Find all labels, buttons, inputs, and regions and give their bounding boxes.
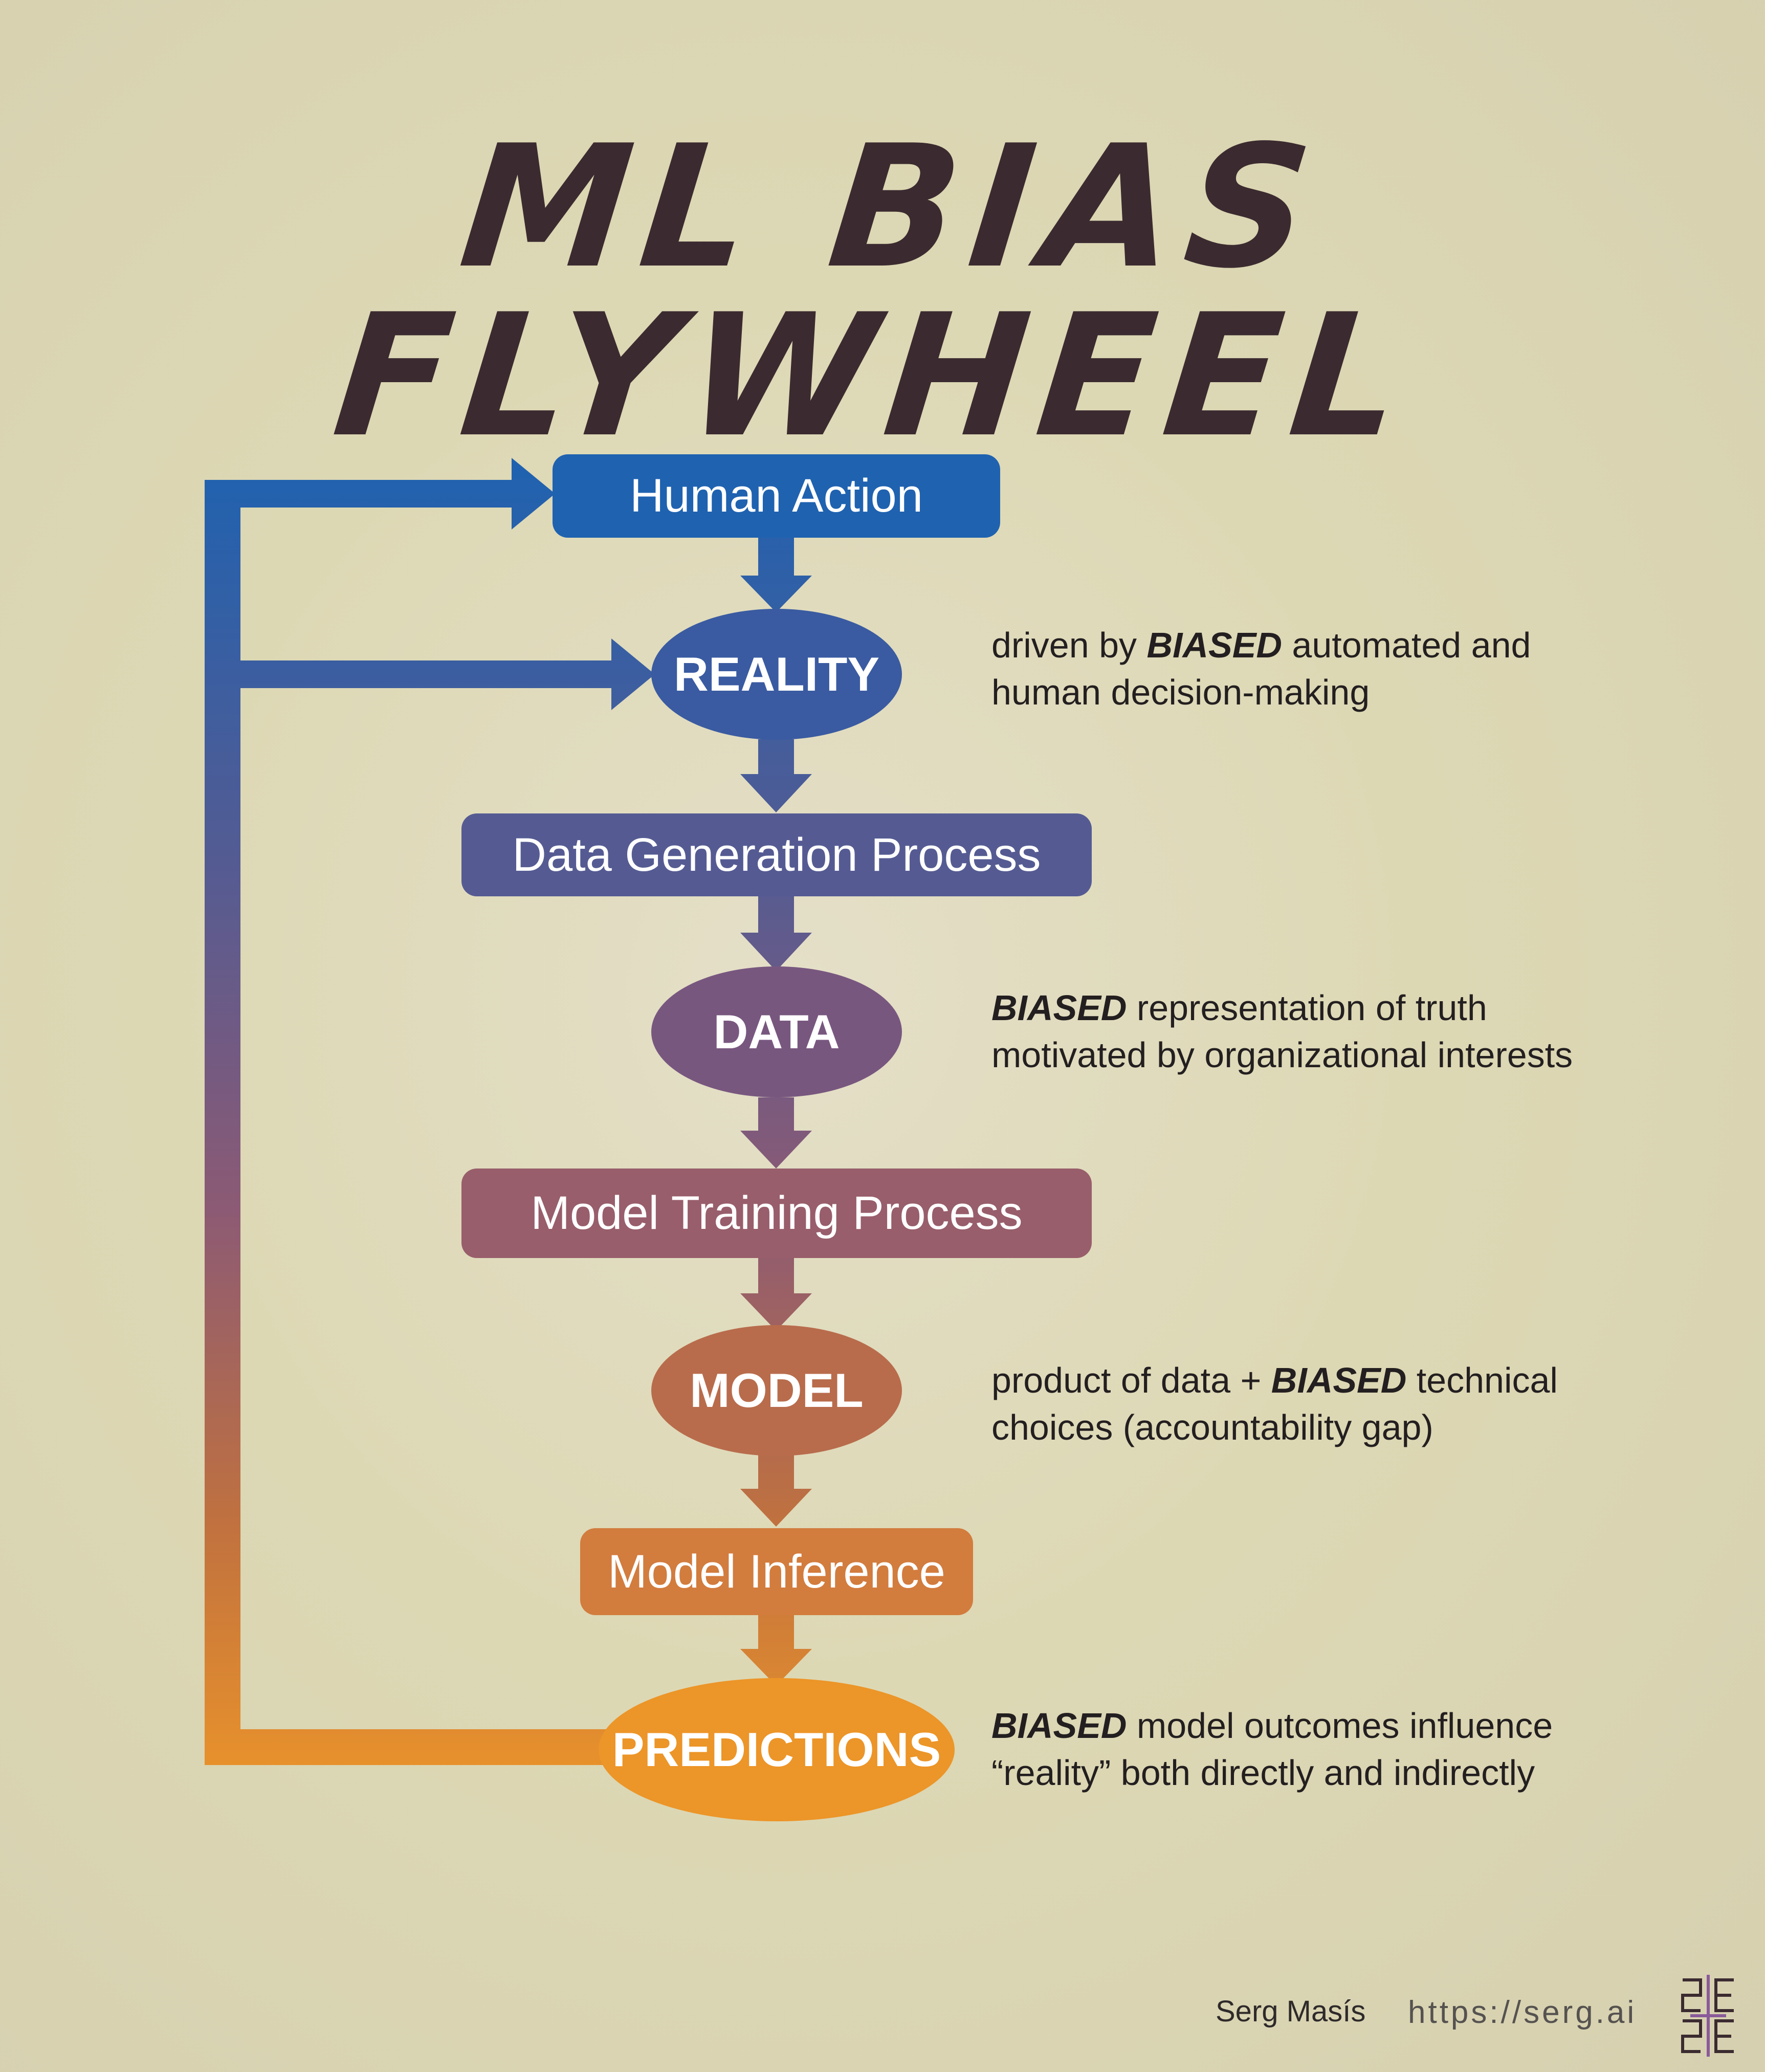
arrow-to-model-training-process xyxy=(740,1131,812,1169)
feedback-loop xyxy=(205,458,655,1765)
data-label: DATA xyxy=(713,1005,840,1059)
biased-emphasis: BIASED xyxy=(991,1706,1127,1746)
arrow-to-reality xyxy=(740,576,812,612)
loop-top-bar xyxy=(205,480,522,508)
biased-emphasis: BIASED xyxy=(991,988,1127,1028)
predictions-ellipse xyxy=(599,1678,955,1821)
model-inference-label: Model Inference xyxy=(608,1545,945,1598)
model-training-process-label: Model Training Process xyxy=(531,1187,1023,1239)
human-action-box xyxy=(553,454,1000,538)
model-ellipse xyxy=(651,1325,902,1456)
reality-label: REALITY xyxy=(673,647,880,701)
loop-vertical-bar xyxy=(205,480,240,1765)
human-action-label: Human Action xyxy=(630,470,923,522)
predictions-label: PREDICTIONS xyxy=(612,1723,941,1776)
data-annotation: BIASED representation of truth motivated… xyxy=(991,988,1573,1075)
arrow-to-data xyxy=(740,933,812,971)
arrow-to-model-inference xyxy=(740,1489,812,1527)
data-generation-process-box xyxy=(461,813,1092,896)
data-ellipse xyxy=(651,966,902,1097)
arrow-to-predictions xyxy=(740,1649,812,1686)
author-name: Serg Masís xyxy=(1216,1995,1366,2028)
loop-bottom-bar xyxy=(205,1729,614,1765)
model-training-process-box xyxy=(461,1169,1092,1258)
model-inference-box xyxy=(580,1528,973,1615)
reality-annotation: driven by BIASED automated and human dec… xyxy=(991,625,1531,712)
author-logo-icon xyxy=(1681,1975,1734,2057)
loop-arrowhead-human-action xyxy=(512,458,555,530)
model-label: MODEL xyxy=(690,1363,864,1417)
biased-emphasis: BIASED xyxy=(1146,625,1282,665)
data-generation-process-label: Data Generation Process xyxy=(512,828,1041,881)
arrow-to-model xyxy=(740,1293,812,1331)
reality-ellipse xyxy=(651,609,902,740)
arrow-to-data-generation-process xyxy=(740,774,812,812)
author-url[interactable]: https://serg.ai xyxy=(1408,1995,1637,2030)
predictions-annotation: BIASED model outcomes influence “reality… xyxy=(991,1706,1553,1793)
loop-reality-bar xyxy=(205,660,624,688)
model-annotation: product of data + BIASED technical choic… xyxy=(991,1360,1558,1447)
loop-arrowhead-reality xyxy=(611,638,655,710)
flow-arrows xyxy=(740,535,812,1686)
biased-emphasis: BIASED xyxy=(1271,1360,1407,1400)
